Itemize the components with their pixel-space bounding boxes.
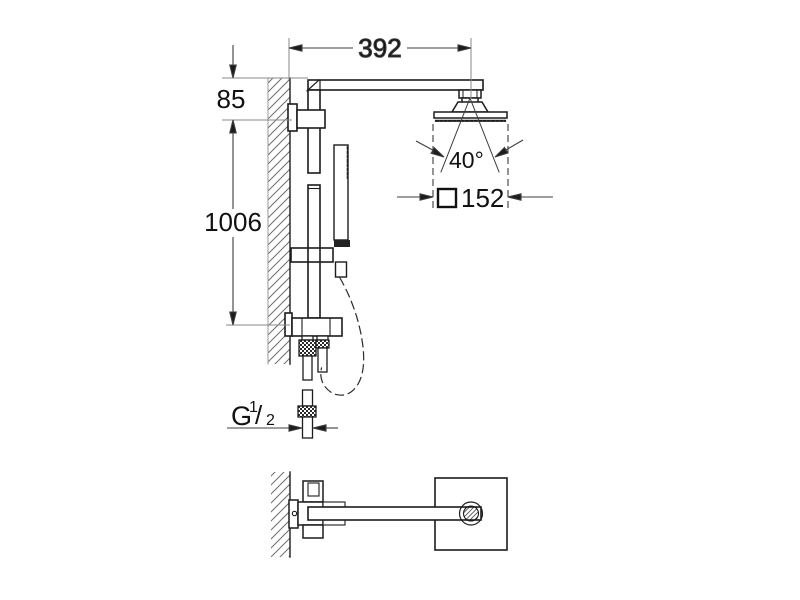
arrowhead (492, 147, 509, 161)
head-connector-nut (458, 89, 482, 99)
dim-40deg-label: 40° (449, 147, 484, 173)
dim-85-label: 85 (217, 84, 246, 114)
plan-rail-top-inner (307, 482, 320, 497)
spray-cone (440, 97, 500, 173)
right-connector-pipe (317, 347, 328, 373)
arm-tube (307, 79, 484, 91)
plan-arm-outline (307, 506, 482, 521)
supply-pipe-lower (301, 416, 314, 439)
supply-pipe-upper (301, 389, 314, 407)
head-shower (433, 89, 508, 122)
bracket-wall-plate (287, 103, 298, 132)
arrowhead (229, 311, 237, 326)
arrowhead (312, 424, 327, 432)
dimension-annotations: 392 85 1006 40° (204, 32, 553, 432)
bottom-bracket-body (291, 317, 343, 337)
spray-line-right (469, 97, 500, 173)
arm-chamfer (306, 79, 320, 92)
dim-head-size: 152 (397, 124, 553, 213)
hand-shower-grip-band (334, 240, 350, 247)
thread-numerator: 1 (249, 399, 258, 416)
plan-rail-bottom-section (302, 524, 324, 539)
plan-connector-outer-circle (458, 501, 484, 526)
slider-holder (290, 247, 334, 263)
plan-connector-inner-circle (462, 505, 480, 522)
arrowhead (507, 193, 522, 201)
plan-arm-fill (308, 507, 481, 520)
dim-spray-angle: 40° (415, 139, 524, 173)
dim-152-label: 152 (461, 183, 504, 213)
left-connector-pipe (302, 355, 313, 381)
hand-shower-handle (334, 261, 348, 278)
top-view (271, 471, 508, 558)
rail-upper-section (307, 89, 321, 174)
wall-hatch (268, 78, 290, 364)
plan-wall-section (271, 471, 291, 558)
thread-denominator: 2 (266, 412, 275, 429)
supply-union-nut (297, 405, 317, 418)
hose-connectors (298, 335, 330, 381)
dim-thread: G 1 / 2 (227, 399, 338, 432)
left-connector-knurled-nut (298, 339, 317, 357)
square-symbol (436, 187, 458, 209)
spray-line-left (440, 97, 471, 173)
hand-shower-stick (333, 144, 349, 241)
plan-bracket (288, 480, 346, 539)
arrowhead (288, 44, 303, 52)
top-wall-bracket (287, 103, 326, 132)
dim-1006-label: 1006 (204, 207, 262, 237)
head-plate (433, 111, 508, 119)
hand-shower-assembly (290, 144, 350, 278)
thread-g-label: G (231, 401, 252, 431)
plan-wall-hatch (271, 472, 290, 557)
plan-screw (291, 510, 298, 517)
supply-pipe (297, 389, 317, 439)
bracket-body (296, 109, 326, 129)
arrowhead (229, 64, 237, 79)
rail-lower-section (307, 184, 321, 319)
dim-arm-reach: 392 (288, 32, 472, 64)
right-connector-nut (315, 339, 330, 349)
head-cone (450, 101, 490, 113)
shower-arm (306, 79, 484, 92)
arrowhead (229, 119, 237, 134)
thread-slash: / (255, 400, 263, 430)
arrowhead (419, 193, 434, 201)
shower-hose (320, 277, 365, 396)
arrowhead (457, 44, 472, 52)
arrowhead (288, 424, 303, 432)
dim-392-label: 392 (358, 33, 401, 63)
front-view (267, 77, 508, 439)
dim-vertical: 85 1006 (204, 45, 262, 326)
